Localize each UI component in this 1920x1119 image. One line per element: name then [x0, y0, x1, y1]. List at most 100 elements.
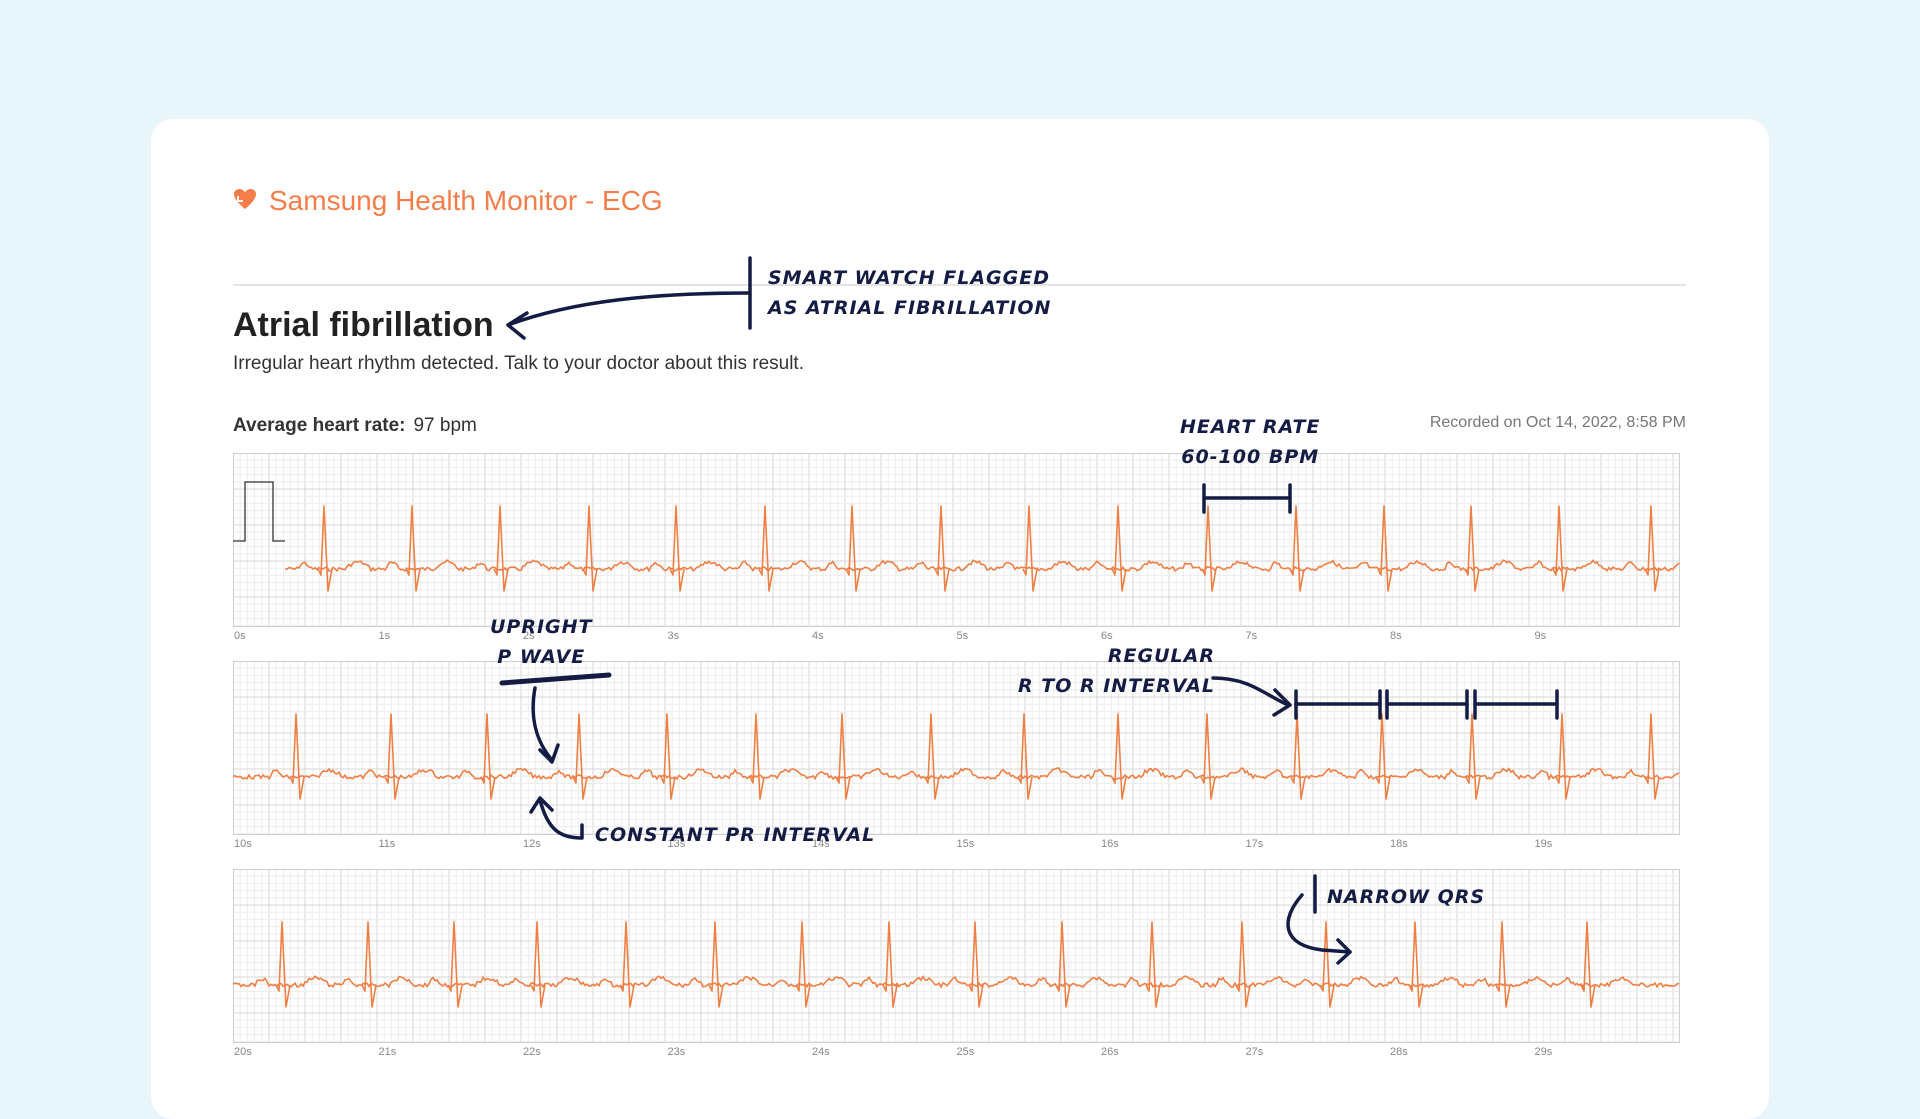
time-tick-label: 19s: [1535, 838, 1553, 850]
time-tick-label: 17s: [1246, 838, 1264, 850]
qrs-complex: [1408, 921, 1424, 1008]
time-tick-label: 9s: [1535, 630, 1547, 642]
qrs-complex: [845, 505, 861, 592]
time-tick-label: 27s: [1246, 1046, 1264, 1058]
qrs-complex: [1022, 505, 1038, 592]
time-tick-label: 16s: [1101, 838, 1119, 850]
time-tick-label: 22s: [523, 1046, 541, 1058]
qrs-complex: [384, 713, 400, 800]
time-tick-label: 8s: [1390, 630, 1402, 642]
qrs-complex: [1055, 921, 1071, 1008]
time-tick-label: 14s: [812, 838, 830, 850]
qrs-complex: [1375, 713, 1391, 800]
time-tick-label: 24s: [812, 1046, 830, 1058]
time-tick-label: 6s: [1101, 630, 1113, 642]
time-tick-label: 10s: [234, 838, 252, 850]
qrs-complex: [1200, 713, 1216, 800]
time-tick-label: 29s: [1535, 1046, 1553, 1058]
time-tick-label: 0s: [234, 630, 246, 642]
annotation-flagged: Smart watch flagged as atrial fibrillati…: [768, 263, 1051, 323]
annotation-regular-rr: Regular R to R interval: [1018, 641, 1215, 701]
ecg-trace: [233, 975, 1680, 989]
qrs-complex: [1495, 921, 1511, 1008]
qrs-complex: [1377, 505, 1393, 592]
qrs-complex: [480, 713, 496, 800]
annotation-text: Heart rate: [1180, 416, 1321, 438]
qrs-complex: [1290, 713, 1306, 800]
qrs-complex: [708, 921, 724, 1008]
annotation-text: Constant PR interval: [595, 824, 876, 846]
qrs-complex: [934, 505, 950, 592]
annotation-upright-p-wave: Upright P wave: [490, 612, 593, 672]
qrs-complex: [1555, 713, 1571, 800]
annotation-narrow-qrs: Narrow QRS: [1327, 882, 1485, 912]
annotation-heart-rate: Heart rate 60-100 BPM: [1180, 412, 1320, 472]
annotation-text: Smart watch flagged: [768, 267, 1050, 289]
qrs-complex: [530, 921, 546, 1008]
annotation-text: P wave: [497, 646, 586, 668]
qrs-complex: [795, 921, 811, 1008]
time-tick-label: 21s: [379, 1046, 397, 1058]
time-tick-label: 3s: [668, 630, 680, 642]
time-tick-label: 13s: [668, 838, 686, 850]
qrs-complex: [924, 713, 940, 800]
result-description: Irregular heart rhythm detected. Talk to…: [233, 353, 804, 374]
average-heart-rate: Average heart rate: 97 bpm: [233, 415, 477, 437]
qrs-complex: [749, 713, 765, 800]
qrs-complex: [405, 505, 421, 592]
qrs-complex: [1552, 505, 1568, 592]
time-tick-label: 26s: [1101, 1046, 1119, 1058]
time-tick-label: 4s: [812, 630, 824, 642]
annotation-text: as atrial fibrillation: [768, 297, 1052, 319]
annotation-text: R to R interval: [1018, 675, 1215, 697]
qrs-complex: [1644, 713, 1660, 800]
time-tick-label: 18s: [1390, 838, 1408, 850]
qrs-complex: [1111, 505, 1127, 592]
time-tick-label: 28s: [1390, 1046, 1408, 1058]
heart-rate-value: 97 bpm: [413, 415, 477, 436]
qrs-complex: [1465, 713, 1481, 800]
qrs-complex: [1580, 921, 1596, 1008]
time-tick-label: 2s: [523, 630, 535, 642]
qrs-complex: [660, 713, 676, 800]
annotation-text: Narrow QRS: [1327, 886, 1486, 908]
qrs-complex: [572, 713, 588, 800]
result-title: Atrial fibrillation: [233, 306, 494, 344]
annotation-text: 60-100 BPM: [1181, 446, 1320, 468]
time-tick-label: 23s: [668, 1046, 686, 1058]
ecg-trace: [233, 767, 1680, 782]
qrs-complex: [582, 505, 598, 592]
divider: [233, 284, 1686, 286]
annotation-text: Regular: [1107, 645, 1215, 667]
heart-icon: [233, 188, 257, 215]
qrs-complex: [1464, 505, 1480, 592]
qrs-complex: [1644, 505, 1660, 592]
qrs-complex: [758, 505, 774, 592]
time-tick-label: 11s: [379, 838, 396, 850]
time-tick-label: 20s: [234, 1046, 252, 1058]
qrs-complex: [669, 505, 685, 592]
time-tick-label: 5s: [957, 630, 969, 642]
qrs-complex: [1145, 921, 1161, 1008]
qrs-complex: [1201, 505, 1217, 592]
qrs-complex: [882, 921, 898, 1008]
qrs-complex: [275, 921, 291, 1008]
qrs-complex: [317, 505, 333, 592]
time-tick-label: 1s: [379, 630, 391, 642]
ecg-strip: 20s 21s 22s 23s 24s 25s 26s 27s 28s 29s: [233, 869, 1680, 1059]
qrs-complex: [289, 713, 305, 800]
time-tick-label: 12s: [523, 838, 541, 850]
qrs-complex: [619, 921, 635, 1008]
time-tick-label: 25s: [957, 1046, 975, 1058]
annotation-constant-pr: Constant PR interval: [595, 820, 875, 850]
app-title: Samsung Health Monitor - ECG: [269, 185, 663, 216]
heart-rate-label: Average heart rate:: [233, 415, 406, 436]
ecg-trace: [284, 559, 1680, 573]
calibration-pulse: [233, 481, 285, 542]
qrs-complex: [835, 713, 851, 800]
annotation-text: Upright: [490, 616, 593, 638]
qrs-complex: [361, 921, 377, 1008]
recorded-timestamp: Recorded on Oct 14, 2022, 8:58 PM: [1429, 414, 1686, 431]
